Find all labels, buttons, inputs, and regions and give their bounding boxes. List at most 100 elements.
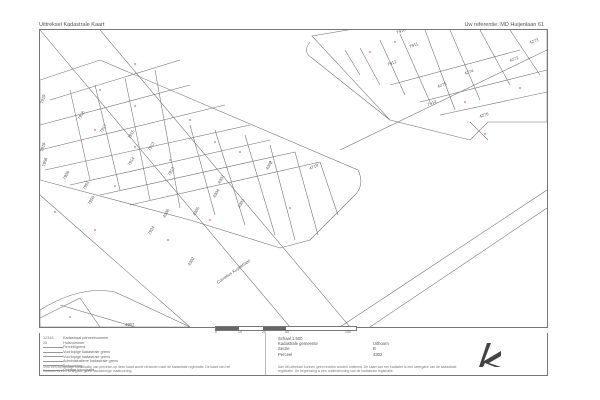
scale-bar	[215, 326, 357, 331]
parcel-number-label: 7917	[99, 122, 108, 133]
legend-item: Voorlopige kadastrale grens	[43, 354, 258, 359]
parcel-line	[269, 144, 296, 241]
parcel-line	[509, 30, 541, 76]
parcel-number-label: 7918	[40, 141, 47, 152]
legend-line-swatch	[43, 346, 63, 348]
legend-label: Overige topografie	[63, 368, 95, 373]
parcel-line	[389, 49, 521, 86]
parcel-line	[79, 297, 101, 327]
legend-disclaimer: Voor een eenduidige identificatie van pe…	[43, 365, 231, 373]
road-line	[339, 49, 547, 151]
info-value: 4302	[373, 351, 383, 357]
parcel-line	[359, 47, 381, 86]
parcel-line	[294, 151, 319, 236]
block-outline	[40, 290, 191, 327]
legend-label: Bebouwing	[63, 363, 82, 368]
info-value: B	[373, 346, 376, 352]
parcel-number-label: 7914	[127, 155, 136, 166]
parcel-marker	[214, 141, 216, 143]
parcel-line	[189, 124, 216, 216]
parcel-number-label: 4275	[437, 81, 448, 89]
info-row: Schaal 1:500	[278, 336, 468, 341]
header-reference: Uw referentie: MD Huijenlaan 61	[464, 22, 544, 28]
parcel-line	[129, 161, 321, 206]
block-outline	[311, 30, 547, 141]
parcel-number-label: 7912	[387, 59, 398, 67]
legend-item: Perceelgrens	[43, 345, 258, 350]
scale-label: 100	[345, 330, 351, 334]
legend-key: 25	[43, 340, 48, 345]
map-canvas: 7910791142724273791242744275791442767919…	[40, 30, 547, 327]
parcel-line	[154, 69, 181, 209]
legend-item: Overige topografie	[43, 368, 258, 373]
legend-line-swatch	[43, 351, 63, 353]
footer-divider	[265, 333, 266, 375]
parcel-number-label: 7950	[87, 194, 96, 205]
legend-label: Voorlopige kadastrale grens	[63, 354, 111, 359]
parcel-number-label: 4273	[529, 37, 540, 45]
scale-segment	[332, 327, 356, 330]
parcel-marker	[484, 133, 486, 135]
road-line	[369, 207, 547, 327]
parcel-marker	[69, 316, 71, 318]
header-title: Uittreksel Kadastrale Kaart	[39, 22, 105, 28]
legend-label: Administratieve kadastrale grens	[63, 359, 119, 364]
parcel-number-label: 4306	[162, 207, 171, 218]
parcel-line	[424, 30, 456, 111]
parcel-marker	[134, 63, 136, 65]
parcel-marker	[289, 207, 291, 209]
legend-label: Kadastraal perceelnummer	[63, 336, 109, 341]
parcel-line	[69, 139, 271, 186]
scale-label: 0	[215, 330, 217, 334]
parcel-line	[479, 30, 511, 86]
parcel-marker	[369, 51, 371, 53]
parcel-number-label: 7924	[147, 224, 156, 235]
info-value: Uithoorn	[373, 341, 389, 347]
parcel-line	[94, 84, 121, 191]
road-line	[40, 194, 191, 327]
parcel-number-label: 4303	[237, 197, 246, 208]
scale-label: 20	[262, 330, 266, 334]
legend-item: Bebouwing	[43, 364, 258, 369]
parcel-line	[244, 134, 276, 236]
parcel-number-label: 4302	[265, 159, 274, 170]
info-disclaimer: Aan dit uittreksel kunnen geen rechten w…	[278, 365, 457, 373]
legend-label: Perceelgrens	[63, 345, 86, 350]
parcel-number-label: 7910	[396, 30, 407, 35]
parcel-marker	[114, 185, 116, 187]
parcel-marker	[239, 151, 241, 153]
scale-label: 50	[285, 330, 289, 334]
kadaster-logo-icon	[479, 343, 501, 367]
parcel-line	[439, 91, 547, 116]
parcel-marker	[394, 41, 396, 43]
parcel-line	[40, 104, 226, 151]
parcel-number-label: 4274	[464, 68, 475, 76]
parcel-number-label: 4307	[125, 322, 135, 327]
parcel-line	[379, 39, 406, 96]
parcel-number-label: 4304	[212, 187, 221, 198]
legend-item: Administratieve kadastrale grens	[43, 359, 258, 364]
scale-segment	[216, 327, 240, 330]
parcel-marker	[94, 129, 96, 131]
scale-segment	[309, 327, 333, 330]
street-name-label: Cornelius Kuyperlaan	[216, 257, 252, 284]
legend-line-swatch	[43, 360, 63, 362]
parcel-line	[69, 89, 91, 181]
parcel-number-label: 7913	[147, 140, 156, 151]
legend-line-swatch	[43, 365, 63, 367]
legend-line-swatch	[43, 356, 63, 358]
parcel-line	[124, 77, 151, 201]
parcel-line	[99, 151, 296, 196]
parcel-line	[49, 59, 181, 101]
scale-segment	[239, 327, 263, 330]
parcel-marker	[94, 229, 96, 231]
legend-label: Voorlopige kadastrale grens	[63, 350, 111, 355]
parcel-line	[59, 304, 136, 327]
road-line	[40, 30, 291, 327]
